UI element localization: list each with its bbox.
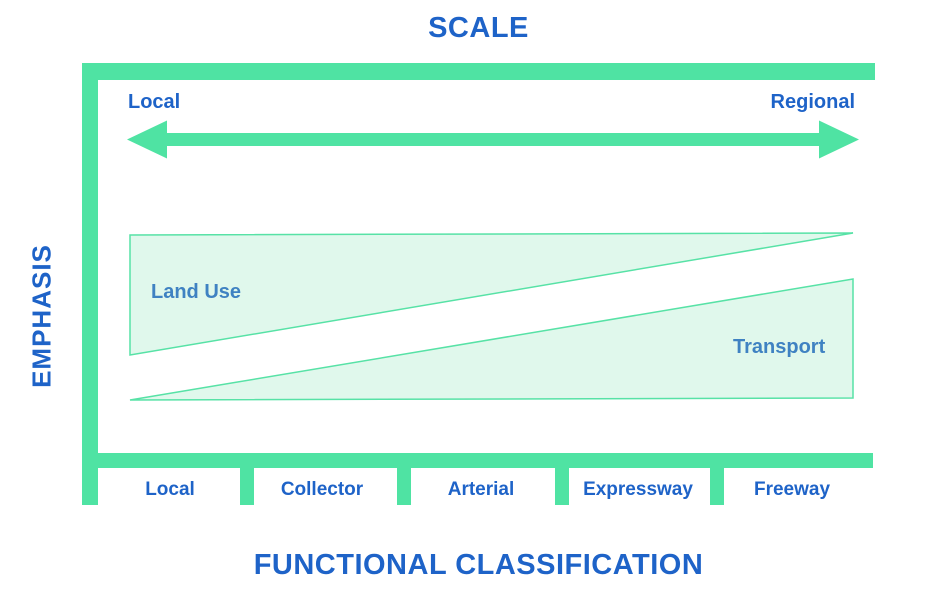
class-label-arterial: Arterial <box>447 479 515 500</box>
frame-bottom-bar <box>82 453 873 468</box>
land-use-wedge <box>129 232 854 356</box>
transport-wedge <box>129 278 854 401</box>
scale-title: SCALE <box>428 12 529 44</box>
class-label-collector: Collector <box>280 479 364 500</box>
axis-tick-2 <box>397 453 411 505</box>
frame-top-bar <box>82 63 875 80</box>
class-label-freeway: Freeway <box>753 479 831 500</box>
arrow-shaft <box>160 133 820 146</box>
frame-left-bar <box>82 63 98 505</box>
arrow-right-head-icon <box>819 120 859 159</box>
land-use-label: Land Use <box>151 281 242 303</box>
axis-tick-1 <box>240 453 254 505</box>
scale-regional-label: Regional <box>770 91 855 113</box>
arrow-left-head-icon <box>127 120 167 159</box>
scale-local-label: Local <box>128 91 181 113</box>
transport-label: Transport <box>733 336 826 358</box>
axis-tick-3 <box>555 453 569 505</box>
class-label-local: Local <box>145 479 195 500</box>
functional-classification-title: FUNCTIONAL CLASSIFICATION <box>253 549 704 581</box>
class-label-expressway: Expressway <box>583 479 693 500</box>
scale-double-arrow <box>127 120 859 159</box>
axis-tick-4 <box>710 453 724 505</box>
